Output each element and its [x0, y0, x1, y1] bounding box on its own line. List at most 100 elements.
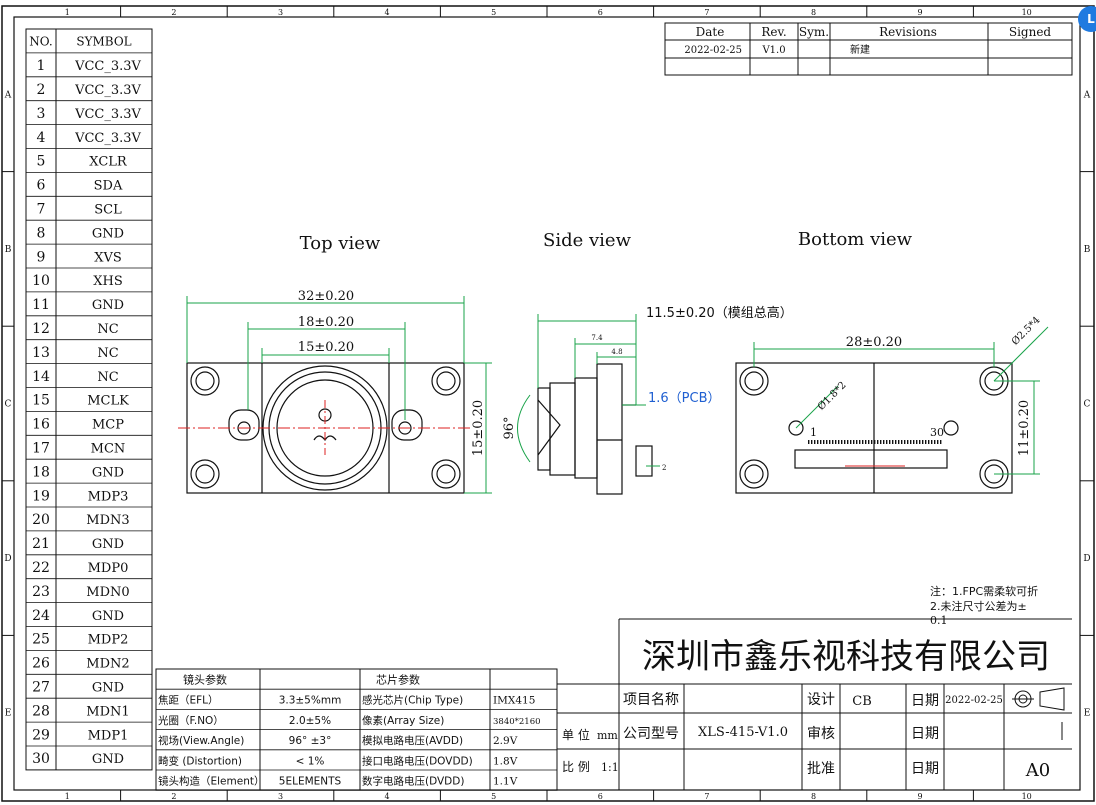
border-outer	[1, 5, 1095, 802]
project-label: 项目名称	[623, 692, 679, 708]
dim-side-pcb: 1.6（PCB）	[648, 391, 721, 406]
pin-symbol: MDN0	[86, 585, 129, 600]
frame-col-label: 9	[918, 8, 923, 17]
date-value: 2022-02-25	[945, 695, 1003, 706]
lens-param-name: 镜头构造（Element）	[158, 775, 264, 788]
frame-col-label: 1	[65, 8, 70, 17]
dim-bottom-hole-1-8: Ø1.8*2	[816, 380, 849, 413]
lens-param-value: 2.0±5%	[289, 715, 331, 727]
lens-param-name: 畸变 (Distortion)	[158, 754, 242, 767]
pin-symbol: GND	[92, 609, 124, 624]
pin-symbol: VCC_3.3V	[74, 83, 141, 98]
date-label-2: 日期	[911, 726, 939, 742]
pin-number: 3	[37, 106, 46, 122]
sheet-size: A0	[1025, 760, 1050, 781]
pin-number: 4	[37, 130, 46, 146]
scale-label: 比 例	[562, 760, 590, 774]
side-view-fov-arc	[517, 394, 531, 463]
parameter-tables: 镜头参数芯片参数焦距（EFL）3.3±5%mm光圈（F.NO）2.0±5%视场(…	[155, 668, 558, 791]
rev-header-sym: Sym.	[799, 25, 829, 39]
pin-number: 30	[32, 751, 50, 767]
frame-row-label: A	[4, 90, 12, 100]
frame-col-label: 1	[65, 792, 70, 801]
dim-top-width-32: 32±0.20	[298, 289, 354, 304]
frame-col-label: 8	[811, 792, 816, 801]
dim-side-7-4: 7.4	[591, 334, 603, 342]
frame-row-label: D	[4, 554, 11, 564]
pin-symbol: NC	[97, 322, 118, 337]
chip-params-title: 芯片参数	[376, 673, 420, 687]
pin-symbol: NC	[97, 370, 118, 385]
model-value: XLS-415-V1.0	[698, 725, 788, 740]
frame-row-label: D	[1083, 554, 1090, 564]
approve-label: 批准	[807, 761, 835, 777]
pin-number: 17	[32, 441, 50, 457]
chip-param-value: IMX415	[493, 695, 535, 707]
pin-number: 22	[32, 560, 50, 576]
pin-number: 6	[37, 178, 46, 194]
pin-symbol: NC	[97, 346, 118, 361]
frame-col-label: 6	[598, 8, 603, 17]
side-panel-badge[interactable]: L	[1078, 6, 1096, 32]
pin-number: 29	[32, 727, 50, 743]
frame-row-label: C	[5, 400, 12, 410]
company-name: 深圳市鑫乐视科技有限公司	[642, 637, 1050, 677]
rev-version: V1.0	[761, 45, 785, 56]
pin-number: 21	[32, 536, 50, 552]
pin-number: 10	[32, 273, 50, 289]
dim-top-width-15: 15±0.20	[298, 340, 354, 355]
design-value: CB	[852, 694, 872, 709]
pin-number: 24	[32, 608, 50, 624]
frame-col-label: 6	[598, 792, 603, 801]
bottom-pin-label-1: 1	[810, 426, 817, 439]
pin-symbol: GND	[92, 752, 124, 767]
dim-side-4-8: 4.8	[611, 348, 622, 356]
pin-number: 23	[32, 584, 50, 600]
pin-symbol: GND	[92, 537, 124, 552]
pin-symbol: GND	[92, 681, 124, 696]
pin-symbol: MDP1	[88, 728, 129, 743]
pin-symbol: GND	[92, 298, 124, 313]
chip-param-value: 1.8V	[493, 755, 518, 767]
pin-symbol: MDN1	[86, 704, 129, 719]
pin-number: 12	[32, 321, 50, 337]
rev-header-rev: Rev.	[761, 25, 786, 39]
pin-header-no: NO.	[29, 35, 52, 49]
pin-symbol: SCL	[94, 203, 122, 218]
pin-number: 13	[32, 345, 50, 361]
rev-description: 新建	[850, 43, 870, 56]
title-block	[556, 618, 1072, 790]
frame-row-label: E	[1084, 709, 1091, 719]
chip-param-name: 接口电路电压(DOVDD)	[362, 754, 473, 767]
bottom-view-dimensions	[753, 326, 1049, 475]
pin-number: 26	[32, 656, 50, 672]
frame-row-label: E	[5, 709, 12, 719]
rev-header-date: Date	[696, 25, 725, 39]
frame-col-label: 3	[278, 792, 283, 801]
pin-symbol: GND	[92, 465, 124, 480]
chip-param-name: 像素(Array Size)	[362, 714, 444, 727]
lens-param-name: 光圈（F.NO）	[158, 714, 224, 727]
lens-params-title: 镜头参数	[183, 673, 227, 687]
chip-param-name: 感光芯片(Chip Type)	[362, 694, 463, 707]
frame-col-label: 7	[704, 8, 709, 17]
pin-number: 11	[32, 297, 50, 313]
pin-symbol: XCLR	[89, 155, 128, 170]
design-label: 设计	[807, 692, 835, 708]
unit-value: mm	[597, 729, 618, 742]
model-label: 公司型号	[623, 726, 679, 742]
lens-param-value: < 1%	[296, 755, 325, 767]
frame-col-label: 10	[1022, 8, 1032, 17]
frame-col-label: 2	[171, 8, 176, 17]
bottom-view	[735, 362, 1013, 494]
top-view-title: Top view	[300, 233, 381, 254]
pin-number: 15	[32, 393, 50, 409]
frame-col-label: 10	[1022, 792, 1032, 801]
pin-number: 27	[32, 680, 50, 696]
pin-number: 5	[37, 154, 46, 170]
chip-param-name: 模拟电路电压(AVDD)	[362, 734, 463, 747]
pin-symbol: MDN2	[86, 657, 129, 672]
dim-bottom-hole-2-5: Ø2.5*4	[1010, 315, 1043, 348]
note-line-2: 2.未注尺寸公差为±	[930, 599, 1027, 613]
chip-param-value: 3840*2160	[493, 717, 541, 727]
